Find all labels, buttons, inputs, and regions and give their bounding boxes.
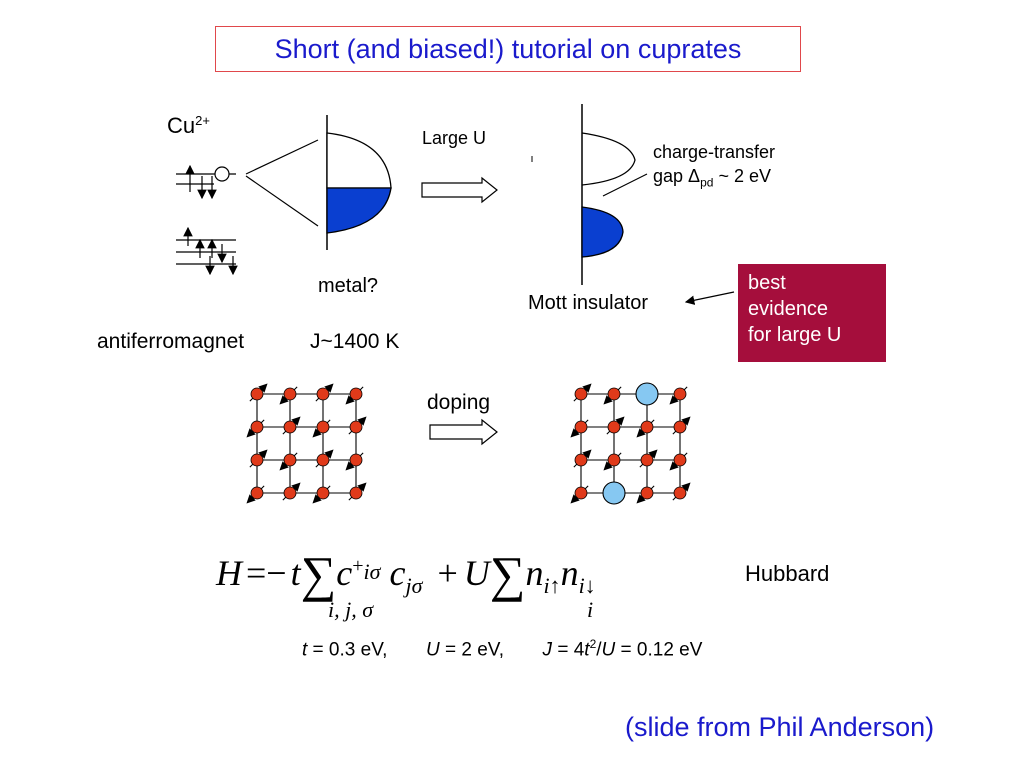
large-u-label: Large U [422, 128, 487, 148]
spin-site [673, 387, 687, 401]
spin-site [640, 420, 654, 434]
spin-site [250, 420, 264, 434]
spin-site [349, 420, 363, 434]
spin-site [316, 387, 330, 401]
slide-title: Short (and biased!) tutorial on cuprates [215, 26, 801, 72]
spin-site [607, 387, 621, 401]
doping-arrow-icon [429, 418, 498, 446]
spin-site [283, 420, 297, 434]
spin-site [574, 387, 588, 401]
spin-site [283, 453, 297, 467]
large-u-arrow-icon [421, 176, 498, 204]
doped-lattice [570, 382, 691, 505]
spin-site [640, 486, 654, 500]
evidence-pointer-arrow-icon [684, 291, 735, 305]
spin-site [250, 453, 264, 467]
spin-site [574, 453, 588, 467]
antiferromagnet-label: antiferromagnet [97, 330, 245, 353]
upper-hubbard-band [581, 132, 636, 186]
spin-site [250, 387, 264, 401]
spin-site [574, 486, 588, 500]
spin-site [250, 486, 264, 500]
cu-energy-levels [176, 164, 238, 276]
mott-bands [531, 104, 648, 285]
evidence-box: best evidence for large U [738, 264, 886, 362]
spin-site [349, 486, 363, 500]
model-parameters: t = 0.3 eV, U = 2 eV, J = 4t2/U = 0.12 e… [302, 637, 703, 661]
spin-site [607, 453, 621, 467]
sum2-index: i [587, 597, 593, 622]
lower-hubbard-band [581, 206, 624, 258]
mott-insulator-label: Mott insulator [528, 292, 649, 314]
spin-site [673, 486, 687, 500]
spin-site [316, 453, 330, 467]
hole-orbital-icon [214, 166, 230, 182]
spin-site [283, 486, 297, 500]
charge-transfer-label: charge-transfer gap Δpd ~ 2 eV [653, 142, 776, 190]
hubbard-label: Hubbard [745, 561, 830, 586]
spin-site [316, 420, 330, 434]
spin-site [640, 453, 654, 467]
fan-lines [245, 139, 319, 227]
antiferromagnet-lattice [246, 383, 367, 504]
spin-site [673, 453, 687, 467]
doping-label: doping [427, 391, 491, 414]
hole-site [635, 382, 659, 406]
spin-site [607, 420, 621, 434]
spin-site [574, 420, 588, 434]
gap-pointer-line [602, 173, 648, 197]
metal-label: metal? [318, 275, 379, 297]
cu-ion-label: Cu2+ [167, 113, 210, 138]
filled-band [326, 187, 392, 234]
exchange-coupling-label: J~1400 K [310, 330, 400, 353]
spin-site [283, 387, 297, 401]
spin-site [349, 387, 363, 401]
metal-band [326, 115, 392, 250]
sum1-index: i, j, σ [328, 597, 374, 622]
spin-site [349, 453, 363, 467]
spin-site [316, 486, 330, 500]
hubbard-hamiltonian: H=−t∑c+iσ cjσ +U∑ni↑ni↓ [216, 546, 596, 602]
slide-credit: (slide from Phil Anderson) [625, 712, 935, 742]
spin-site [673, 420, 687, 434]
hole-site [602, 481, 626, 505]
